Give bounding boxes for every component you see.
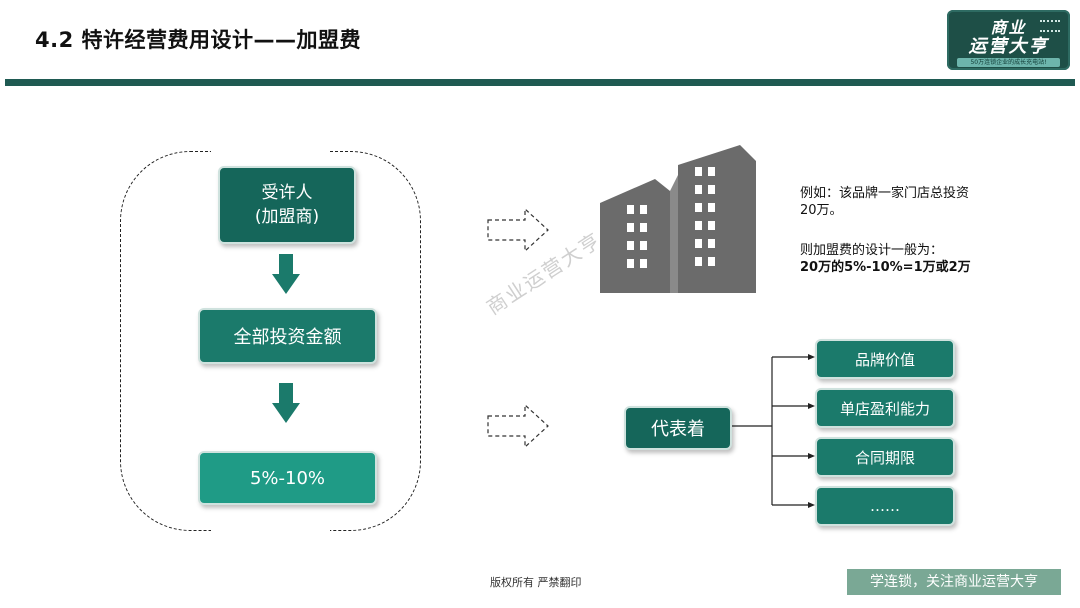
store-profitability-box: 单店盈利能力: [815, 388, 955, 428]
footer-slogan: 学连锁，关注商业运营大亨: [847, 569, 1061, 595]
brand-value-box: 品牌价值: [815, 339, 955, 379]
hollow-right-arrow-icon: [487, 404, 549, 448]
down-arrow-icon: [272, 254, 300, 294]
down-arrow-icon: [272, 383, 300, 423]
header-divider: [5, 79, 1075, 86]
brand-logo: 商业 运营大亨 50万连锁企业的成长充电站!: [947, 10, 1070, 70]
percentage-box: 5%-10%: [198, 451, 377, 505]
example-line2: 20万。: [800, 203, 843, 218]
represents-box: 代表着: [624, 406, 732, 450]
logo-tagline: 50万连锁企业的成长充电站!: [957, 58, 1060, 67]
logo-line1: 商业: [990, 18, 1027, 37]
fee-design-text: 则加盟费的设计一般为： 20万的5%-10%=1万或2万: [800, 242, 971, 276]
example-line1: 例如：该品牌一家门店总投资: [800, 186, 970, 201]
total-investment-box: 全部投资金额: [198, 308, 377, 364]
more-items-box: ……: [815, 486, 955, 526]
logo-line2: 运营大亨: [968, 36, 1049, 57]
licensee-sublabel: (加盟商): [254, 207, 320, 227]
contract-term-box: 合同期限: [815, 437, 955, 477]
example-text: 例如：该品牌一家门店总投资 20万。: [800, 185, 969, 219]
building-icon: [600, 145, 756, 293]
licensee-label: 受许人: [261, 183, 313, 203]
logo-waves-icon: [1040, 20, 1060, 32]
fee-design-line1: 则加盟费的设计一般为：: [800, 243, 944, 258]
fee-design-formula: 20万的5%-10%=1万或2万: [800, 260, 971, 275]
licensee-box: 受许人 (加盟商): [218, 166, 356, 244]
copyright-text: 版权所有 严禁翻印: [490, 576, 582, 589]
tree-connector: [728, 354, 815, 508]
page-title: 4.2 特许经营费用设计——加盟费: [35, 28, 362, 52]
hollow-right-arrow-icon: [487, 208, 549, 252]
